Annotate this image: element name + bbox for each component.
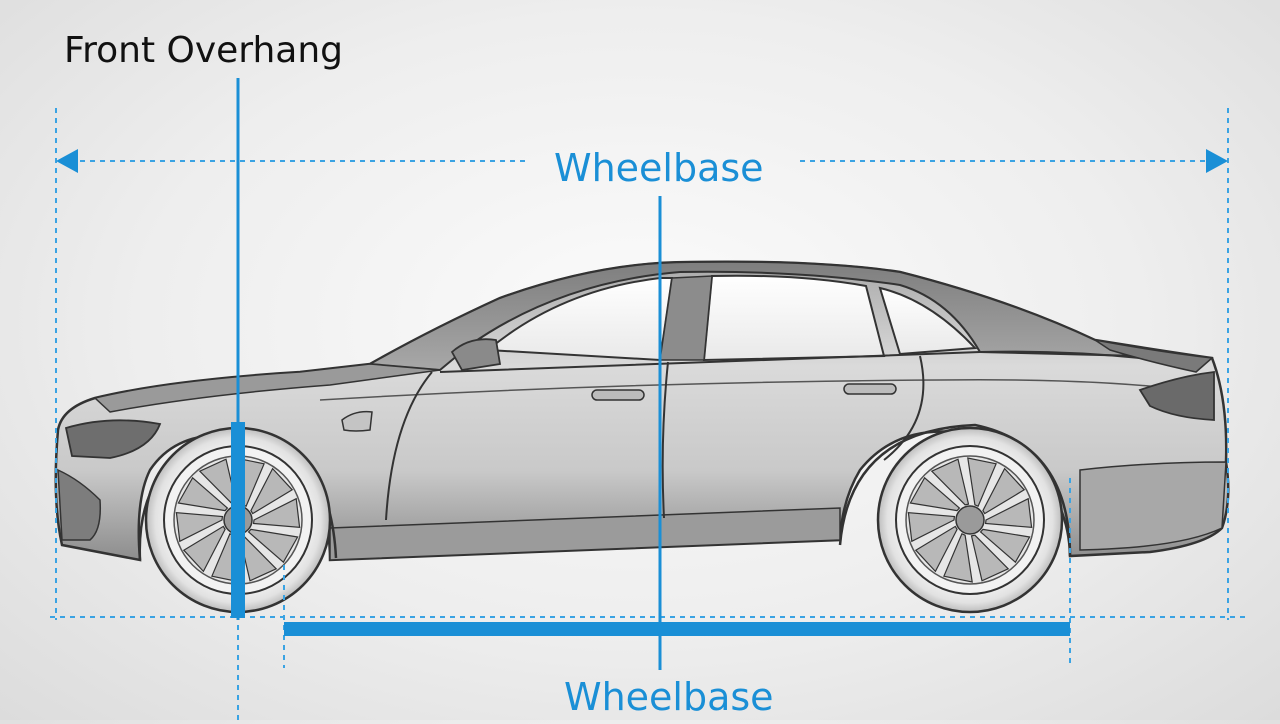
wheelbase-label-bottom: Wheelbase bbox=[564, 675, 774, 719]
front-overhang-label: Front Overhang bbox=[64, 30, 343, 71]
car-side-view bbox=[54, 260, 1230, 562]
trunk-spoiler bbox=[1094, 339, 1214, 373]
rear-wheel bbox=[876, 426, 1064, 614]
rear-door-handle bbox=[843, 383, 897, 395]
front-door-handle bbox=[591, 389, 645, 401]
wheel-spoke bbox=[250, 467, 294, 515]
wheel-spoke bbox=[967, 457, 997, 507]
rear-bumper bbox=[1079, 461, 1227, 551]
wheelbase-label-top: Wheelbase bbox=[554, 146, 764, 190]
belt-line bbox=[439, 350, 1141, 373]
wheelbase-bar bbox=[284, 622, 1070, 636]
arrow-left bbox=[56, 149, 78, 173]
wheel-spoke bbox=[982, 467, 1026, 515]
wheel-spoke bbox=[943, 533, 973, 583]
wheel-spoke bbox=[252, 497, 301, 529]
wheel-spoke bbox=[984, 497, 1033, 529]
side-mirror bbox=[450, 338, 502, 371]
quarter-window bbox=[878, 286, 978, 356]
wheel-spoke bbox=[907, 511, 956, 543]
car-hood bbox=[93, 363, 441, 413]
front-door-seam bbox=[385, 371, 433, 521]
wheel-spoke bbox=[182, 525, 226, 573]
car-roof bbox=[366, 260, 1141, 372]
rear-door-seam bbox=[661, 361, 669, 519]
rear-door-end-seam bbox=[883, 355, 925, 461]
rear-window bbox=[702, 274, 886, 362]
fender-vent bbox=[341, 410, 373, 432]
wheel-spoke bbox=[177, 476, 229, 512]
wheel-spoke bbox=[909, 476, 961, 512]
side-crease bbox=[319, 379, 1206, 401]
wheel-spoke bbox=[914, 525, 958, 573]
wheel-spoke bbox=[979, 528, 1031, 564]
rear-wheel-arch bbox=[838, 423, 1072, 557]
headlight bbox=[64, 419, 162, 459]
front-bumper bbox=[57, 468, 102, 541]
wheel-spoke bbox=[175, 511, 224, 543]
front-axle-marker bbox=[231, 422, 245, 618]
b-pillar bbox=[659, 275, 713, 361]
arrow-right bbox=[1206, 149, 1228, 173]
wheel-spoke bbox=[970, 534, 1010, 582]
wheel-hub bbox=[955, 505, 985, 535]
tail-light bbox=[1138, 370, 1215, 421]
wheel-spoke bbox=[930, 458, 970, 506]
wheel-spoke bbox=[247, 528, 299, 564]
dimension-lines bbox=[50, 78, 1245, 720]
